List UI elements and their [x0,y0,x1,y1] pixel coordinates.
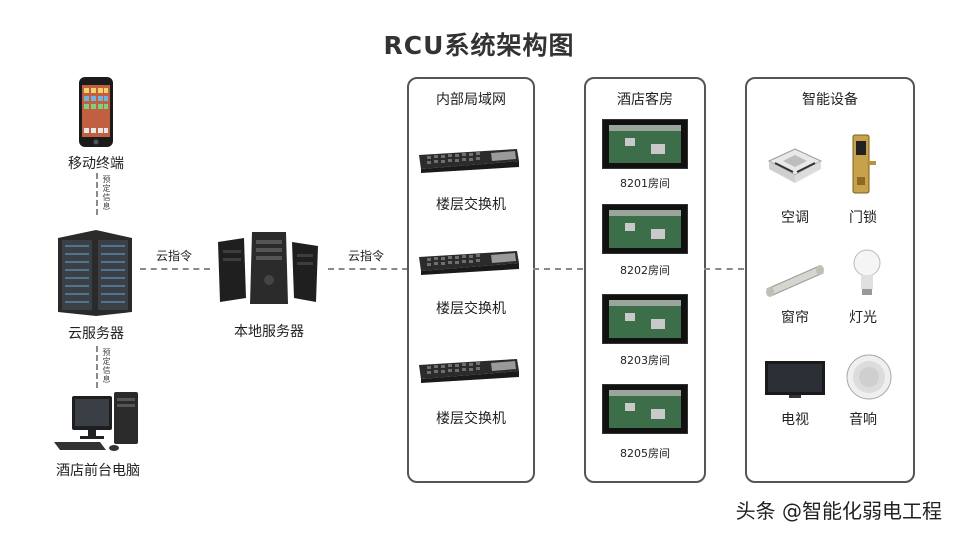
device-label: 空调 [781,210,809,226]
cloud-pc-link [96,346,98,388]
rooms-panel-title: 酒店客房 [617,92,673,108]
switch-icon [417,249,521,275]
lan-panel-title: 内部局域网 [436,92,506,108]
mobile-phone-icon [78,76,114,148]
booking-note-bottom: 预定信息 [102,348,111,384]
light-bulb-icon [853,247,881,297]
mobile-cloud-link [96,173,98,215]
devices-panel: 智能设备 空调 门锁 窗帘 [745,77,915,483]
devices-panel-title: 智能设备 [802,92,858,108]
speaker-icon [845,353,893,401]
device-label: 窗帘 [781,310,809,326]
room-label: 8203房间 [620,354,670,367]
device-label: 门锁 [849,210,877,226]
local-lan-link [328,268,408,270]
room-label: 8205房间 [620,447,670,460]
device-label: 电视 [781,412,809,428]
door-lock-icon [847,133,877,195]
lan-panel: 内部局域网 楼层交换机 楼层交换机 [407,77,535,483]
lan-rooms-link [533,268,583,270]
cloud-server-label: 云服务器 [68,326,124,342]
tv-icon [763,359,827,399]
curtain-icon [761,261,827,297]
switch-icon [417,147,521,173]
floor-switch-label: 楼层交换机 [436,411,506,427]
air-conditioner-icon [765,145,825,185]
rcu-board-image [602,119,688,169]
cloud-command-label-right: 云指令 [347,249,384,263]
booking-note-top: 预定信息 [102,175,111,211]
rcu-board-image [602,204,688,254]
rooms-devices-link [704,268,744,270]
room-label: 8201房间 [620,177,670,190]
switch-icon [417,357,521,383]
page-title: RCU系统架构图 [383,31,575,60]
local-server-label: 本地服务器 [234,324,304,340]
device-label: 灯光 [849,310,877,326]
rcu-board-image [602,294,688,344]
rcu-board-image [602,384,688,434]
mobile-label: 移动终端 [68,156,124,172]
cloud-command-label-left: 云指令 [155,249,192,263]
floor-switch-label: 楼层交换机 [436,197,506,213]
rooms-panel: 酒店客房 8201房间 8202房间 8203房间 8205房间 [584,77,706,483]
cloud-local-link [140,268,210,270]
floor-switch-label: 楼层交换机 [436,301,506,317]
cloud-server-icon [56,228,134,316]
device-label: 音响 [849,412,877,428]
front-desk-pc-label: 酒店前台电脑 [56,463,140,479]
local-server-icon [214,230,324,306]
watermark-text: 头条 @智能化弱电工程 [735,499,942,523]
room-label: 8202房间 [620,264,670,277]
desktop-computer-icon [52,392,144,452]
